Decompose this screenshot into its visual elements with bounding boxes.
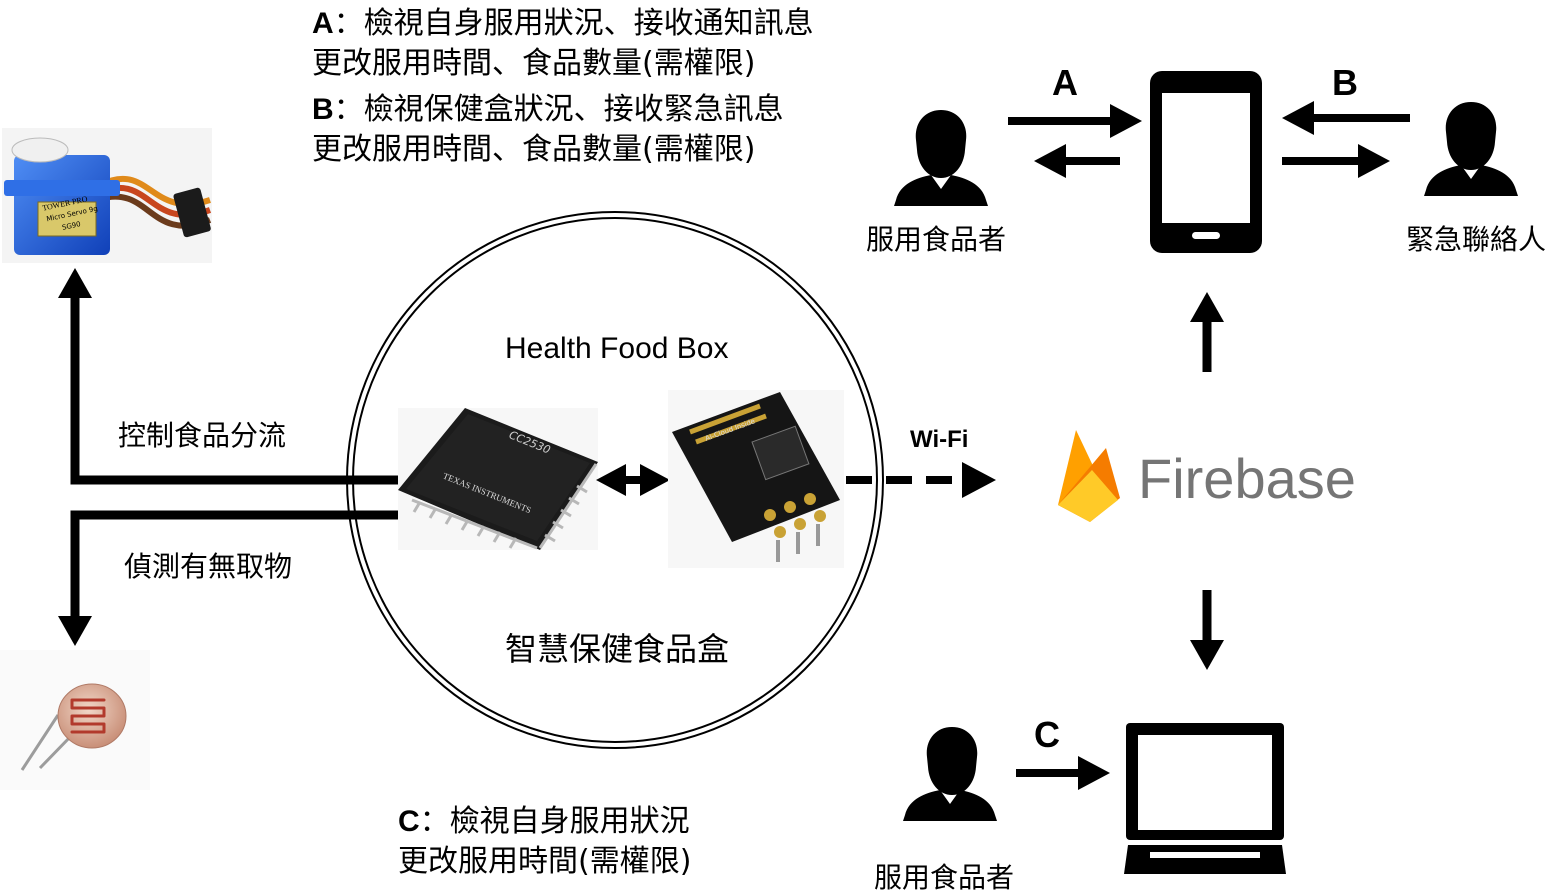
person-icon bbox=[1424, 102, 1518, 196]
chip-module-link-arrow bbox=[596, 464, 670, 496]
arrow-a-label: A bbox=[1052, 62, 1078, 103]
firebase-to-laptop-arrow bbox=[1190, 590, 1224, 670]
legend-a-separator: ： bbox=[333, 6, 364, 41]
legend-c-line2: 更改服用時間(需權限) bbox=[398, 844, 692, 879]
arrow-phone-to-b bbox=[1282, 144, 1390, 178]
person-icon bbox=[903, 727, 997, 821]
legend-c-separator: ： bbox=[419, 804, 450, 839]
firebase-to-phone-arrow bbox=[1190, 292, 1224, 372]
servo-control-connector bbox=[58, 268, 398, 485]
legend-c-letter: C bbox=[398, 805, 420, 838]
legend-b-line2: 更改服用時間、食品數量(需權限) bbox=[312, 132, 756, 167]
legend-a: A：檢視自身服用狀況、接收通知訊息 更改服用時間、食品數量(需權限) bbox=[312, 4, 814, 84]
arrow-phone-to-a bbox=[1034, 144, 1120, 178]
arrow-a-to-phone bbox=[1008, 104, 1142, 138]
sensor-link-label: 偵測有無取物 bbox=[124, 550, 293, 583]
wifi-label: Wi-Fi bbox=[910, 426, 969, 453]
arrow-b-to-phone bbox=[1282, 101, 1410, 135]
sensor-detect-connector bbox=[58, 510, 398, 646]
firebase-logo-icon bbox=[1058, 430, 1120, 522]
contact-label: 緊急聯絡人 bbox=[1406, 223, 1547, 256]
legend-b-letter: B bbox=[312, 93, 334, 126]
legend-a-letter: A bbox=[312, 7, 334, 40]
servo-link-label: 控制食品分流 bbox=[118, 419, 287, 452]
legend-c-line1: C：檢視自身服用狀況 bbox=[398, 802, 691, 842]
legend-c-text1: 檢視自身服用狀況 bbox=[449, 804, 690, 839]
wifi-dashed-arrow bbox=[846, 462, 996, 498]
legend-b: B：檢視保健盒狀況、接收緊急訊息 更改服用時間、食品數量(需權限) bbox=[312, 90, 784, 170]
arrow-c-label: C bbox=[1034, 714, 1060, 755]
user-bottom-label: 服用食品者 bbox=[874, 861, 1015, 894]
person-icon bbox=[894, 110, 988, 206]
legend-b-text1: 檢視保健盒狀況、接收緊急訊息 bbox=[363, 92, 784, 127]
legend-b-line1: B：檢視保健盒狀況、接收緊急訊息 bbox=[312, 90, 784, 130]
laptop-icon bbox=[1124, 723, 1286, 874]
box-title-en: Health Food Box bbox=[505, 332, 729, 365]
legend-a-line1: A：檢視自身服用狀況、接收通知訊息 bbox=[312, 4, 814, 44]
legend-a-line2: 更改服用時間、食品數量(需權限) bbox=[312, 46, 756, 81]
legend-b-separator: ： bbox=[333, 92, 364, 127]
firebase-wordmark: Firebase bbox=[1138, 447, 1356, 510]
legend-c: C：檢視自身服用狀況 更改服用時間(需權限) bbox=[398, 802, 691, 882]
servo-motor-image bbox=[2, 128, 212, 263]
user-top-label: 服用食品者 bbox=[866, 223, 1007, 256]
esp8266-module-image bbox=[668, 390, 844, 568]
smartphone-icon bbox=[1150, 71, 1262, 253]
box-title-zh: 智慧保健食品盒 bbox=[505, 630, 730, 668]
arrow-b-label: B bbox=[1332, 62, 1358, 103]
cc2530-chip-image bbox=[398, 408, 598, 550]
photoresistor-image bbox=[0, 650, 150, 790]
legend-a-text1: 檢視自身服用狀況、接收通知訊息 bbox=[363, 6, 814, 41]
arrow-c-to-laptop bbox=[1016, 756, 1110, 790]
